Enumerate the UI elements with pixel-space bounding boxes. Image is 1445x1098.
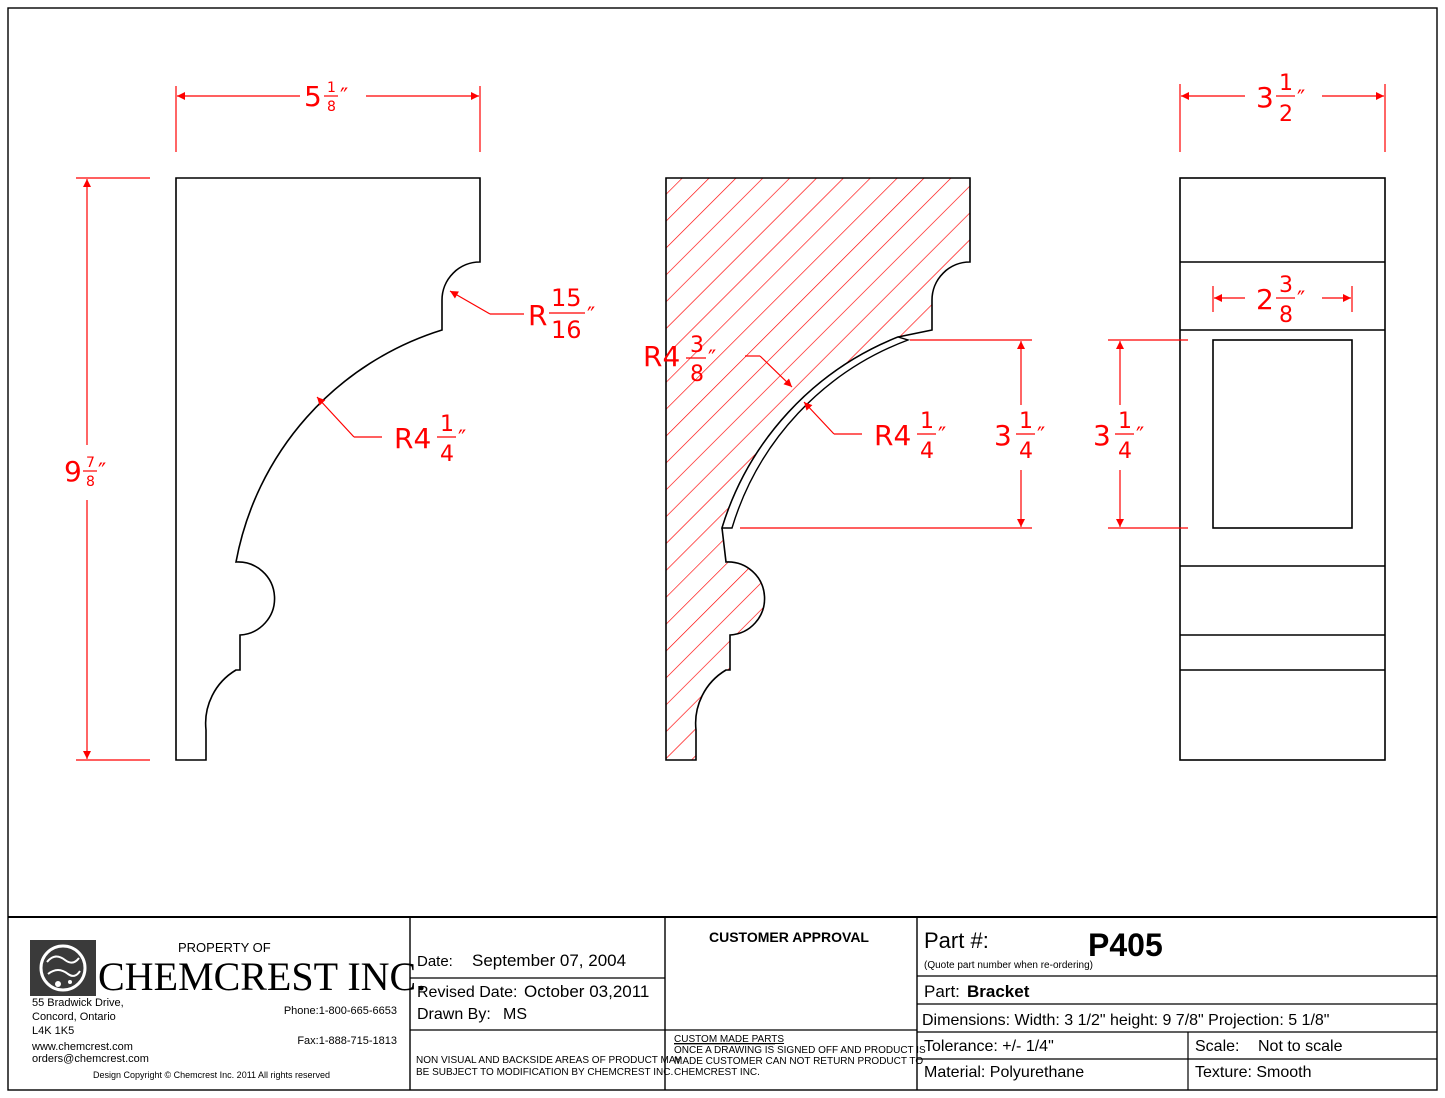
- address-line-2: Concord, Ontario: [32, 1011, 116, 1023]
- dim-denominator: 4: [1118, 439, 1132, 464]
- dim-inch-mark: ″: [1297, 87, 1305, 112]
- section-veneer-strip: [721, 336, 911, 529]
- tolerance-text: Tolerance: +/- 1/4": [924, 1038, 1054, 1055]
- dim-inch-mark: ″: [340, 85, 348, 110]
- side-panel: [1212, 339, 1353, 529]
- section-outer-radius-dimension: R4 3 8 ″: [643, 333, 793, 388]
- dim-inch-mark: ″: [1037, 424, 1045, 449]
- part-value: Bracket: [967, 982, 1030, 1001]
- fax-text: Fax:1-888-715-1813: [297, 1035, 397, 1047]
- dim-denominator: 4: [920, 439, 934, 464]
- scale-label: Scale:: [1195, 1038, 1239, 1055]
- front-large-radius-dimension: R4 1 4 ″: [316, 396, 466, 467]
- dim-whole: 9: [64, 455, 82, 488]
- dim-whole: 3: [994, 419, 1012, 452]
- dim-inch-mark: ″: [587, 304, 595, 329]
- dim-denominator: 8: [327, 99, 336, 115]
- company-name: CHEMCREST INC.: [98, 954, 426, 999]
- dim-denominator: 4: [440, 442, 454, 467]
- dim-whole: 2: [1256, 283, 1274, 316]
- date-label: Date:: [417, 953, 453, 970]
- revised-date-label: Revised Date:: [417, 984, 518, 1001]
- title-block: PROPERTY OF CHEMCREST INC. 55 Bradwick D…: [8, 916, 1437, 1090]
- dim-denominator: 8: [1279, 303, 1293, 328]
- email-text: orders@chemcrest.com: [32, 1053, 149, 1065]
- dim-inch-mark: ″: [938, 424, 946, 449]
- dim-numerator: 1: [1279, 71, 1293, 96]
- section-view: R4 3 8 ″ R4 1 4 ″ 3 1 4 ″: [643, 177, 1045, 761]
- dim-denominator: 8: [86, 474, 95, 490]
- side-width-dimension: 3 1 2 ″: [1179, 71, 1386, 152]
- copyright-text: Design Copyright © Chemcrest Inc. 2011 A…: [93, 1070, 330, 1080]
- dim-denominator: 2: [1279, 102, 1293, 127]
- dim-numerator: 15: [551, 284, 582, 312]
- dim-numerator: 3: [1279, 273, 1293, 298]
- scale-value: Not to scale: [1258, 1038, 1343, 1055]
- custom-parts-note-3: CHEMCREST INC.: [674, 1067, 760, 1078]
- texture-text: Texture: Smooth: [1195, 1064, 1312, 1081]
- dimensions-text: Dimensions: Width: 3 1/2" height: 9 7/8"…: [922, 1012, 1329, 1029]
- side-panel-height-dimension: 3 1 4 ″: [1093, 339, 1188, 529]
- side-inner-width-dimension: 2 3 8 ″: [1212, 273, 1353, 328]
- quote-note: (Quote part number when re-ordering): [924, 960, 1093, 971]
- dim-inch-mark: ″: [1297, 288, 1305, 313]
- dim-inch-mark: ″: [708, 347, 716, 372]
- non-visual-note-2: BE SUBJECT TO MODIFICATION BY CHEMCREST …: [416, 1067, 673, 1078]
- dim-inch-mark: ″: [1136, 424, 1144, 449]
- custom-parts-heading: CUSTOM MADE PARTS: [674, 1034, 784, 1045]
- dim-numerator: 1: [920, 409, 934, 434]
- dim-denominator: 4: [1019, 439, 1033, 464]
- address-line-1: 55 Bradwick Drive,: [32, 997, 124, 1009]
- part-number-value: P405: [1088, 927, 1163, 963]
- dim-numerator: 3: [690, 333, 704, 358]
- section-inner-radius-dimension: R4 1 4 ″: [803, 401, 946, 464]
- dim-numerator: 1: [440, 412, 454, 437]
- dim-whole: 3: [1093, 419, 1111, 452]
- material-text: Material: Polyurethane: [924, 1064, 1084, 1081]
- dim-whole: R4: [643, 340, 680, 373]
- dim-numerator: 1: [327, 80, 336, 96]
- custom-parts-note-2: MADE CUSTOMER CAN NOT RETURN PRODUCT TO: [674, 1056, 923, 1067]
- section-hatched-profile: [665, 177, 971, 761]
- front-small-radius-dimension: R 15 16 ″: [449, 284, 595, 344]
- company-logo-emblem: [30, 940, 96, 996]
- property-of-label: PROPERTY OF: [178, 940, 271, 955]
- section-projection-dimension: 3 1 4 ″: [740, 339, 1045, 529]
- part-number-label: Part #:: [924, 928, 989, 953]
- revised-date-value: October 03,2011: [524, 982, 649, 1001]
- dim-whole: R4: [874, 419, 911, 452]
- side-outline: [1179, 177, 1386, 761]
- sheet-border: [7, 7, 1438, 1091]
- dim-whole: 3: [1256, 81, 1274, 114]
- dim-whole: R4: [394, 422, 431, 455]
- dim-numerator: 1: [1118, 409, 1132, 434]
- custom-parts-note-1: ONCE A DRAWING IS SIGNED OFF AND PRODUCT…: [674, 1045, 926, 1056]
- drawn-by-label: Drawn By:: [417, 1006, 491, 1023]
- phone-text: Phone:1-800-665-6653: [284, 1005, 397, 1017]
- dim-whole: 5: [304, 80, 322, 113]
- address-line-3: L4K 1K5: [32, 1025, 74, 1037]
- dim-numerator: 7: [86, 455, 95, 471]
- front-profile: [175, 177, 481, 761]
- drawn-by-value: MS: [503, 1006, 527, 1023]
- front-height-dimension: 9 7 8 ″: [64, 177, 150, 761]
- customer-approval-heading: CUSTOMER APPROVAL: [709, 929, 869, 945]
- non-visual-note-1: NON VISUAL AND BACKSIDE AREAS OF PRODUCT…: [416, 1055, 682, 1066]
- front-width-dimension: 5 1 8 ″: [175, 80, 481, 152]
- dim-inch-mark: ″: [458, 427, 466, 452]
- dim-denominator: 8: [690, 362, 704, 387]
- dim-denominator: 16: [551, 316, 582, 344]
- website-text: www.chemcrest.com: [31, 1041, 133, 1053]
- dim-prefix: R: [528, 299, 547, 332]
- date-value: September 07, 2004: [472, 951, 626, 970]
- dim-inch-mark: ″: [98, 460, 106, 485]
- front-view: 5 1 8 ″ 9 7 8 ″ R 15 16 ″: [64, 80, 595, 761]
- dim-numerator: 1: [1019, 409, 1033, 434]
- part-label: Part:: [924, 982, 960, 1001]
- side-view: 3 1 2 ″ 2 3 8 ″ 3 1 4 ″: [1093, 71, 1386, 761]
